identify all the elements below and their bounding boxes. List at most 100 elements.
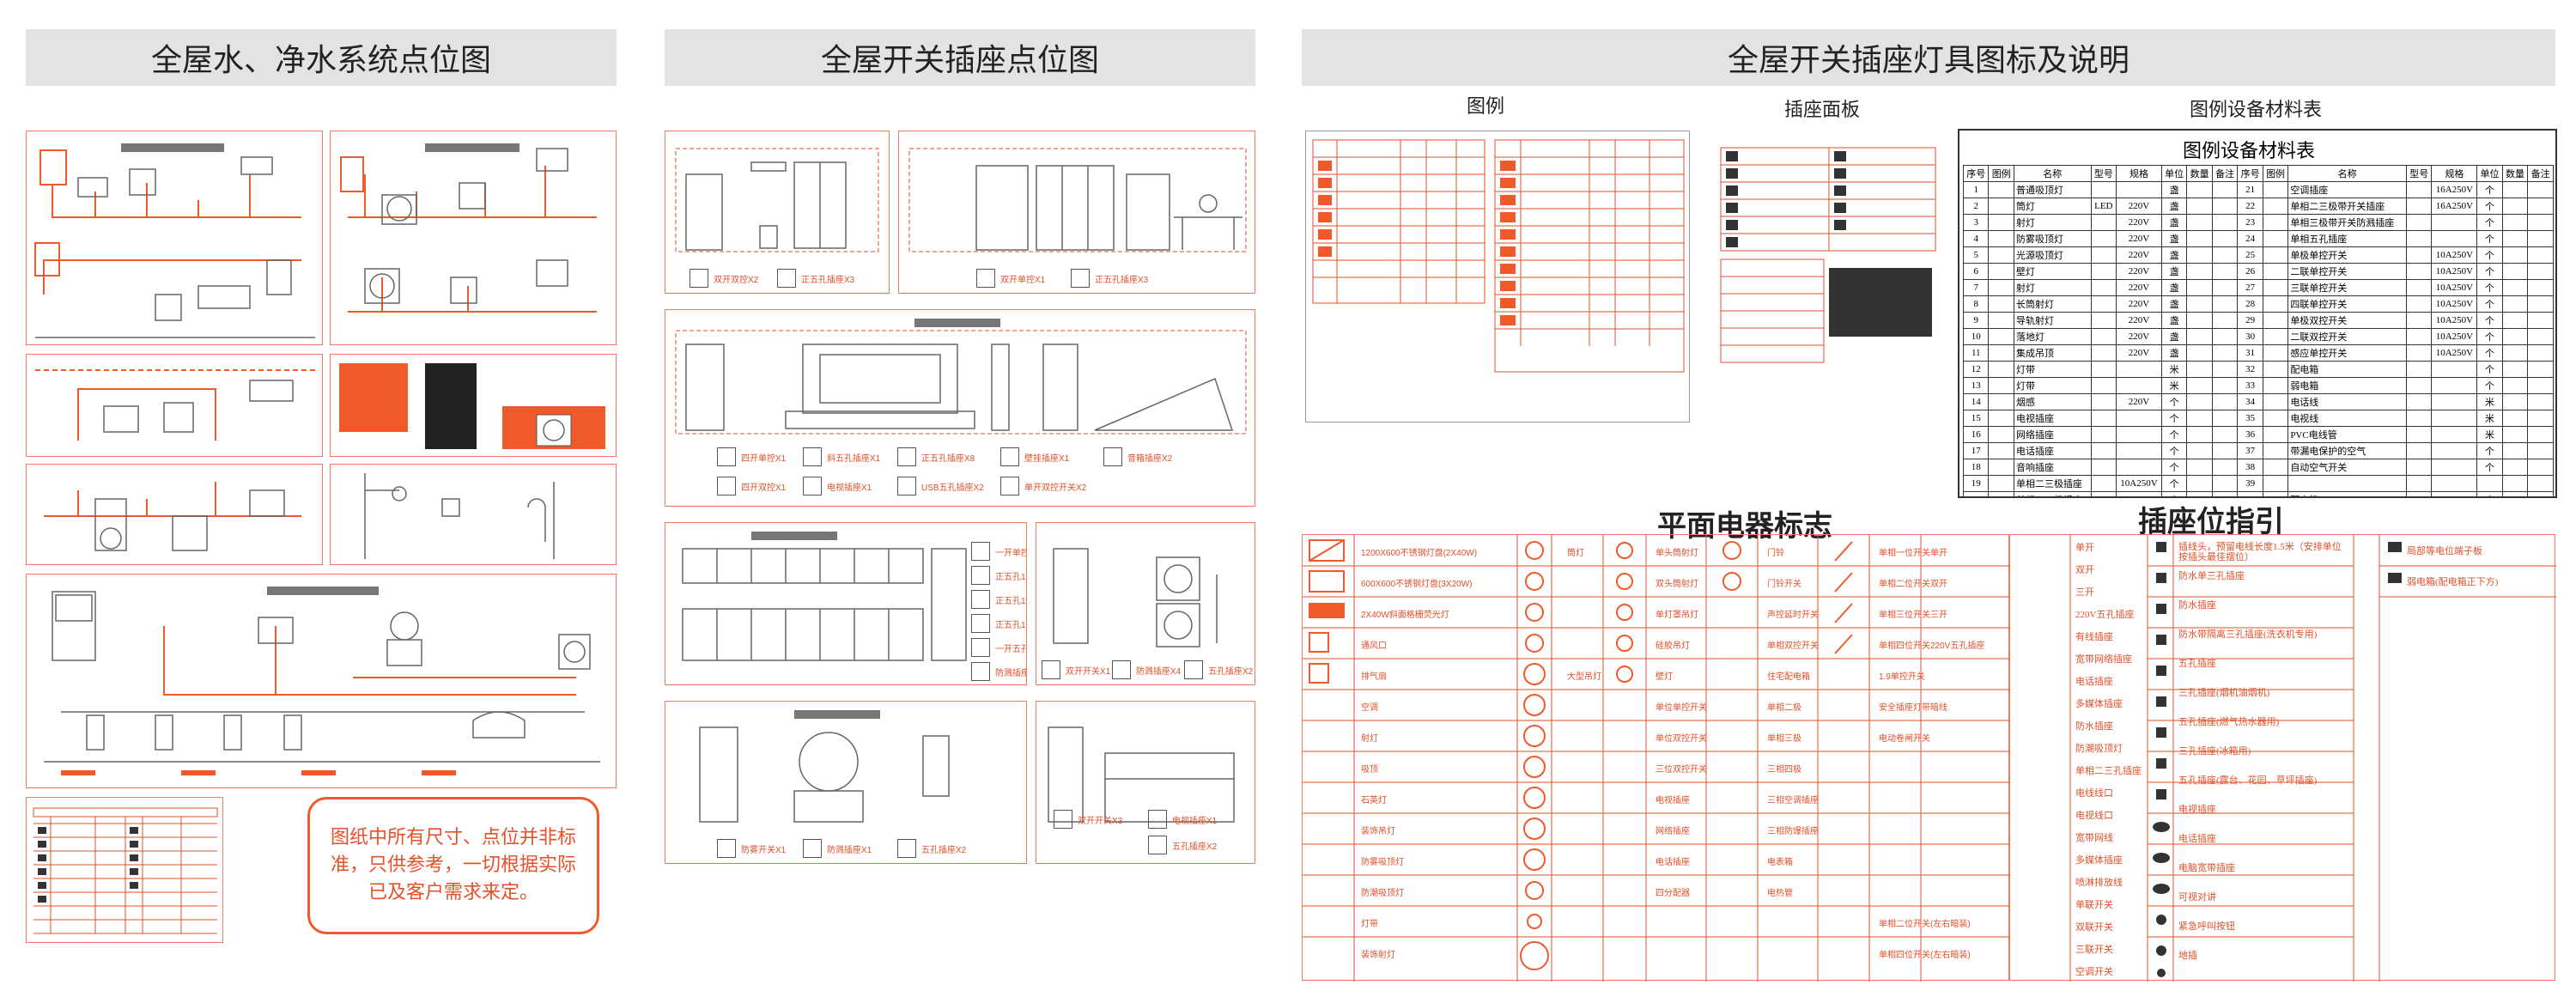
- water-panel-5: [26, 464, 323, 565]
- materials-cell: 22: [2237, 198, 2263, 215]
- socket-guide-item: 电话插座: [2178, 834, 2216, 844]
- materials-cell: [2211, 426, 2239, 443]
- electric-mark-label: 2X40W斜面格栅荧光灯: [1361, 611, 1449, 620]
- materials-legend-icon: [2262, 263, 2289, 280]
- materials-cell: 灯带: [2013, 377, 2092, 394]
- materials-cell: 28: [2237, 295, 2263, 313]
- electric-mark-label: 筒灯: [1567, 549, 1584, 558]
- materials-cell: [2405, 230, 2433, 247]
- materials-cell: 19: [1962, 475, 1990, 492]
- materials-cell: 个: [2476, 279, 2503, 296]
- materials-cell: 音响插座: [2013, 459, 2092, 476]
- socket-guide-left-label: 喷淋排放线: [2075, 878, 2123, 888]
- materials-cell: 220V: [2116, 328, 2162, 345]
- electric-mark-label: 灯带: [1361, 920, 1378, 929]
- materials-header-cell: 图例: [1988, 165, 2014, 182]
- materials-cell: [2211, 246, 2239, 264]
- materials-cell: 220V: [2116, 214, 2162, 231]
- materials-cell: 筒灯: [2013, 198, 2092, 215]
- materials-cell: 自动空气开关: [2287, 459, 2407, 476]
- materials-cell: [2090, 361, 2117, 378]
- materials-legend-icon: [1988, 328, 2014, 345]
- materials-cell: 壁灯: [2013, 263, 2092, 280]
- switch-item: 一开五孔插座X2: [971, 638, 1026, 657]
- materials-cell: 盏: [2160, 263, 2188, 280]
- materials-cell: [2090, 230, 2117, 247]
- socket-guide-left-label: 电视线口: [2075, 811, 2113, 821]
- materials-cell: 23: [2237, 214, 2263, 231]
- materials-cell: 29: [2237, 312, 2263, 329]
- materials-cell: LED: [2090, 198, 2117, 215]
- materials-cell: 3: [1962, 214, 1990, 231]
- materials-cell: [2090, 246, 2117, 264]
- materials-cell: 25: [2237, 246, 2263, 264]
- materials-legend-icon: [1988, 475, 2014, 492]
- electric-mark-label: 三位双控开关: [1656, 765, 1707, 775]
- materials-cell: PVC电线管: [2287, 426, 2407, 443]
- materials-cell: 电视插座: [2013, 410, 2092, 427]
- materials-cell: [2501, 198, 2529, 215]
- socket-guide-left-label: 单联开关: [2075, 900, 2113, 910]
- water-purification-drawing: [44, 591, 600, 775]
- materials-cell: [2527, 279, 2554, 296]
- materials-cell: 配电箱: [2287, 491, 2407, 496]
- socket-guide-item: 防水带隔离三孔插座(洗衣机专用): [2178, 629, 2318, 640]
- materials-cell: [2501, 230, 2529, 247]
- materials-cell: 个: [2476, 361, 2503, 378]
- materials-cell: 10A250V: [2431, 328, 2478, 345]
- materials-cell: 15: [1962, 410, 1990, 427]
- living-room-elevation-drawing: [675, 330, 1247, 435]
- materials-cell: [2090, 263, 2117, 280]
- materials-cell: [2405, 426, 2433, 443]
- materials-cell: 个: [2476, 491, 2503, 496]
- materials-legend-icon: [1988, 246, 2014, 264]
- materials-cell: [2501, 181, 2529, 198]
- materials-legend-icon: [1988, 491, 2014, 496]
- switch-panel-bedroom: 双开开关X3 电视插座X1 五孔插座X2: [1036, 701, 1255, 864]
- materials-cell: 集成吊顶: [2013, 344, 2092, 362]
- switch-item: 防溅插座X1: [803, 839, 872, 858]
- materials-cell: 盏: [2160, 198, 2188, 215]
- switch-item: 五孔插座X2: [1184, 660, 1253, 679]
- materials-legend-icon: [2262, 459, 2289, 476]
- switch-item: 壁挂插座X1: [1000, 447, 1069, 466]
- materials-cell: 10: [1962, 328, 1990, 345]
- materials-cell: [2186, 459, 2213, 476]
- materials-cell: 个: [2160, 459, 2188, 476]
- socket-guide-left-label: 防水插座: [2075, 721, 2113, 732]
- materials-cell: 个: [2476, 312, 2503, 329]
- materials-cell: 16A250V: [2431, 181, 2478, 198]
- materials-cell: 四联单控开关: [2287, 295, 2407, 313]
- socket-guide-item: 插线头，预留电线长度1.5米（安排单位按插头最佳摆位）: [2178, 542, 2342, 562]
- materials-cell: [2501, 246, 2529, 264]
- materials-cell: 21: [2237, 181, 2263, 198]
- materials-cell: 220V: [2116, 344, 2162, 362]
- electric-mark-label: 防潮吸顶灯: [1361, 889, 1404, 898]
- materials-cell: 灯带: [2013, 361, 2092, 378]
- materials-cell: [2186, 246, 2213, 264]
- materials-legend-icon: [1988, 459, 2014, 476]
- electric-mark-label: 单灯罩吊灯: [1656, 611, 1698, 620]
- water-plumbing-drawing-2: [340, 148, 597, 313]
- materials-cell: 单相五孔插座: [2287, 230, 2407, 247]
- materials-cell: [2186, 426, 2213, 443]
- water-legend-grid: [33, 807, 218, 934]
- kitchen-elevation-drawing: [682, 548, 967, 661]
- materials-cell: 33: [2237, 377, 2263, 394]
- electric-mark-label: 安全插座灯带暗线: [1879, 703, 1947, 713]
- electric-mark-label: 电表箱: [1767, 858, 1793, 867]
- water-purification-panel: [26, 574, 617, 788]
- switch-item: 双开开关X3: [1054, 810, 1122, 829]
- materials-cell: [2186, 198, 2213, 215]
- electric-mark-label: 单相三极: [1767, 734, 1801, 744]
- materials-cell: [2501, 459, 2529, 476]
- materials-cell: [2527, 475, 2554, 492]
- materials-cell: 盏: [2160, 181, 2188, 198]
- electric-mark-label: 吸顶: [1361, 765, 1378, 775]
- materials-cell: [2476, 475, 2503, 492]
- switch-item: 双开单控X1: [976, 269, 1045, 288]
- materials-cell: 米: [2476, 410, 2503, 427]
